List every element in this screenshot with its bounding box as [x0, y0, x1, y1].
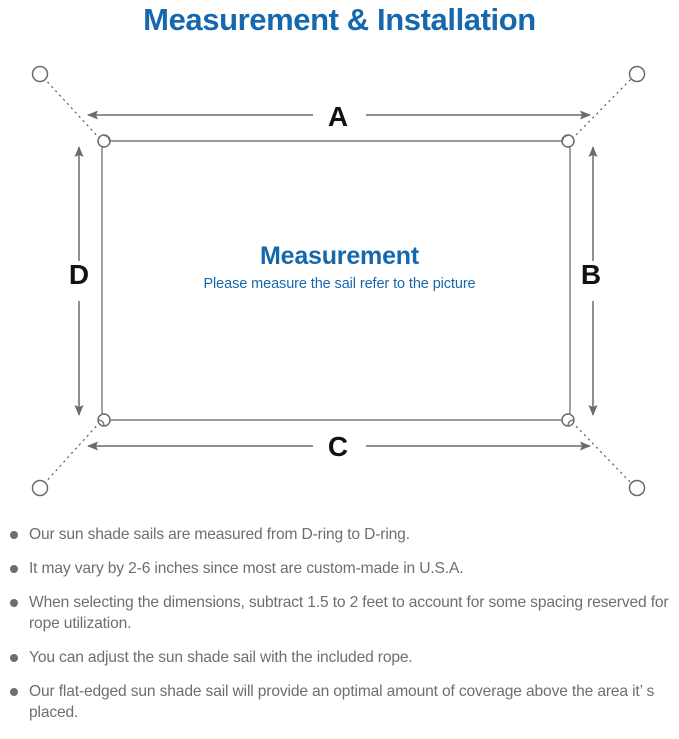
note-text: Our sun shade sails are measured from D-… [29, 526, 410, 543]
list-item: You can adjust the sun shade sail with t… [0, 647, 679, 668]
list-item: It may vary by 2-6 inches since most are… [0, 558, 679, 579]
rope-lines [42, 76, 634, 486]
note-text: You can adjust the sun shade sail with t… [29, 649, 413, 666]
bullet-icon [10, 565, 18, 573]
rope-bottom-right [571, 421, 634, 486]
page-title: Measurement & Installation [143, 2, 536, 37]
d-ring-arcs [98, 134, 574, 426]
anchor-ring-top-left [31, 65, 49, 83]
rope-bottom-left [42, 421, 101, 486]
list-item: When selecting the dimensions, subtract … [0, 592, 679, 634]
list-item: Our sun shade sails are measured from D-… [0, 524, 679, 545]
anchor-ring-top-right [628, 65, 646, 83]
rope-top-right [571, 76, 634, 140]
note-text: It may vary by 2-6 inches since most are… [29, 560, 464, 577]
sail-shape [101, 140, 571, 421]
note-text: When selecting the dimensions, subtract … [29, 594, 669, 632]
dimension-label-a: A [327, 101, 349, 132]
d-ring-bottom-right [561, 413, 575, 427]
notes-list: Our sun shade sails are measured from D-… [0, 524, 679, 736]
bullet-icon [10, 654, 18, 662]
dimension-label-b: B [580, 259, 602, 290]
dimension-label-d: D [68, 259, 90, 290]
bullet-icon [10, 599, 18, 607]
bullet-icon [10, 531, 18, 539]
anchor-ring-bottom-left [31, 479, 49, 497]
note-text: Our flat-edged sun shade sail will provi… [29, 683, 655, 721]
rope-top-left [42, 76, 101, 140]
bullet-icon [10, 688, 18, 696]
d-ring-bottom-left [97, 413, 111, 427]
anchor-ring-bottom-right [628, 479, 646, 497]
d-rings [97, 134, 575, 427]
dimension-label-c: C [327, 431, 349, 462]
anchor-rings [31, 65, 646, 497]
sun-shade-sail-measurement-diagram: Measurement Please measure the sail refe… [0, 48, 679, 513]
list-item: Our flat-edged sun shade sail will provi… [0, 681, 679, 723]
